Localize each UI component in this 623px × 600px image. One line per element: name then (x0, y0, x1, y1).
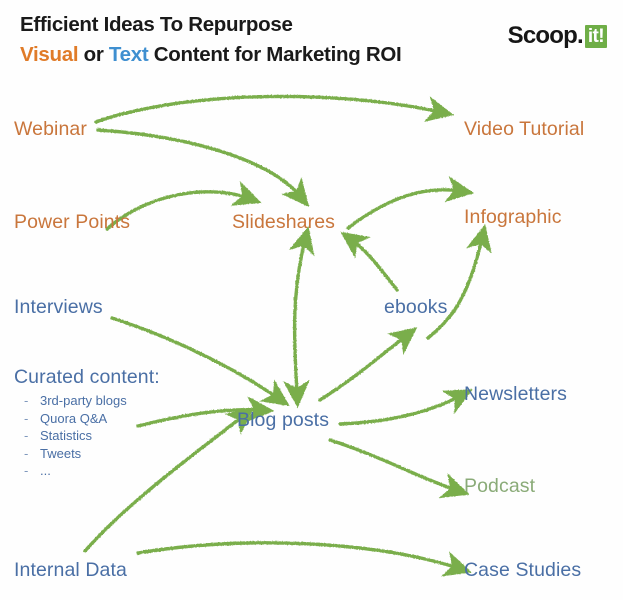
arrow-slideshares-blog-posts (283, 226, 315, 409)
curated-content-item: 3rd-party blogs (22, 392, 160, 410)
node-webinar: Webinar (14, 118, 87, 140)
arrow-blog-posts-to-ebooks (318, 327, 418, 402)
header: Efficient Ideas To Repurpose Visual or T… (0, 0, 623, 80)
scoopit-logo[interactable]: Scoop.it! (508, 22, 607, 50)
logo-badge: it! (584, 24, 607, 48)
curated-content-list: 3rd-party blogsQuora Q&AStatisticsTweets… (14, 392, 160, 480)
node-power-points: Power Points (14, 211, 131, 233)
arrow-blog-posts-to-podcast (328, 438, 470, 499)
node-infographic: Infographic (464, 206, 562, 228)
node-video-tutorial: Video Tutorial (464, 118, 585, 140)
title-word-text: Text (108, 43, 149, 66)
arrow-webinar-to-video-tutorial (94, 94, 454, 124)
arrow-ebooks-to-infographic (426, 224, 492, 340)
node-podcast: Podcast (464, 475, 536, 497)
arrow-webinar-to-slideshares (96, 128, 310, 207)
curated-content-item: Tweets (22, 445, 160, 463)
node-internal-data: Internal Data (14, 559, 127, 581)
arrow-blog-posts-to-newsletters (338, 389, 473, 426)
title-word-visual: Visual (20, 43, 79, 66)
curated-content-item: ... (22, 462, 160, 480)
arrow-internal-data-to-case-studies (136, 541, 472, 577)
logo-wordmark: Scoop. (507, 22, 584, 49)
curated-content-item: Statistics (22, 427, 160, 445)
node-curated-content: Curated content: 3rd-party blogsQuora Q&… (14, 366, 160, 480)
title-word-rest: Content for Marketing ROI (148, 43, 402, 66)
node-ebooks: ebooks (384, 296, 448, 318)
arrow-ebooks-to-slideshares (340, 231, 399, 292)
node-newsletters: Newsletters (464, 383, 567, 405)
node-interviews: Interviews (14, 296, 103, 318)
node-blog-posts: Blog posts (237, 409, 330, 431)
title-word-or: or (78, 43, 109, 66)
node-case-studies: Case Studies (464, 559, 582, 581)
curated-content-item: Quora Q&A (22, 410, 160, 428)
page-title-line-2: Visual or Text Content for Marketing ROI (20, 43, 402, 67)
arrow-slideshares-to-infographic (346, 175, 475, 230)
page-title-line-1: Efficient Ideas To Repurpose (20, 13, 293, 36)
node-slideshares: Slideshares (232, 211, 335, 233)
curated-content-heading: Curated content: (14, 366, 160, 388)
